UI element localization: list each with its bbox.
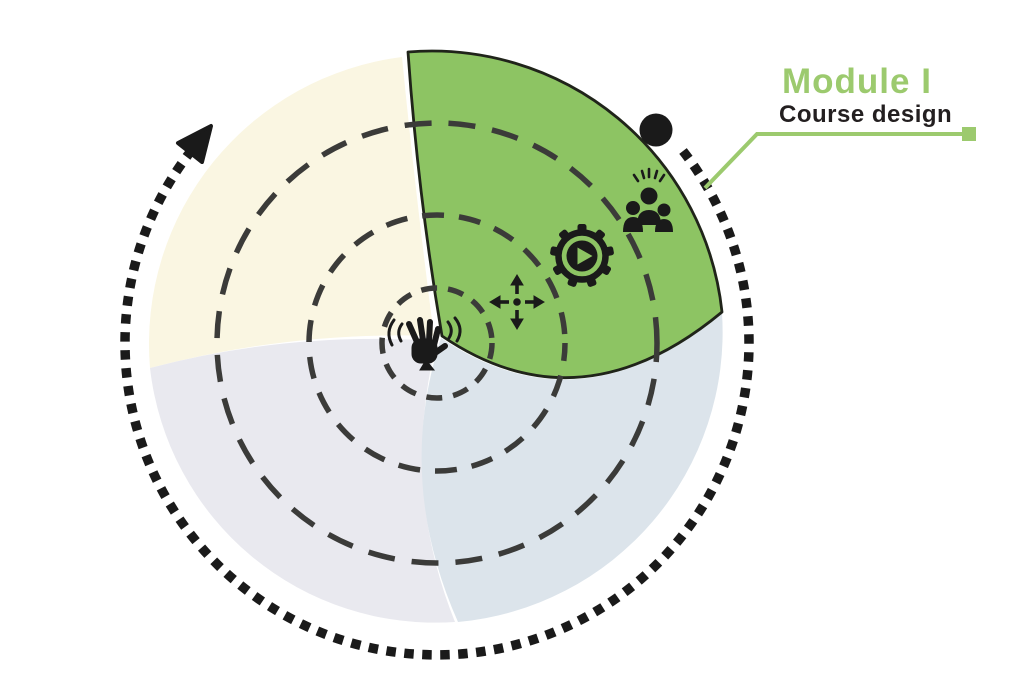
module-title: Module I <box>782 62 932 101</box>
dashed-ring-middle <box>306 212 568 474</box>
position-marker-dot <box>639 113 673 147</box>
dashed-ring-inner <box>379 285 495 401</box>
sector-bottom-right <box>421 313 723 622</box>
move-arrows-icon <box>489 274 545 330</box>
team-icon <box>623 167 673 232</box>
cycle-arrowhead-icon <box>176 124 213 164</box>
annotation-leader <box>703 127 976 190</box>
gear-play-icon <box>550 224 614 287</box>
sector-group <box>148 49 724 623</box>
dashed-rings <box>214 120 660 566</box>
module-subtitle: Course design <box>779 101 952 128</box>
hand-icon <box>387 316 462 371</box>
dashed-ring-outer <box>214 120 660 566</box>
dotted-arc <box>120 148 754 660</box>
leader-line <box>703 132 963 190</box>
sector-module-1 <box>406 49 724 379</box>
cycle-arrow-ring <box>120 113 754 660</box>
leader-end-square <box>962 127 976 141</box>
